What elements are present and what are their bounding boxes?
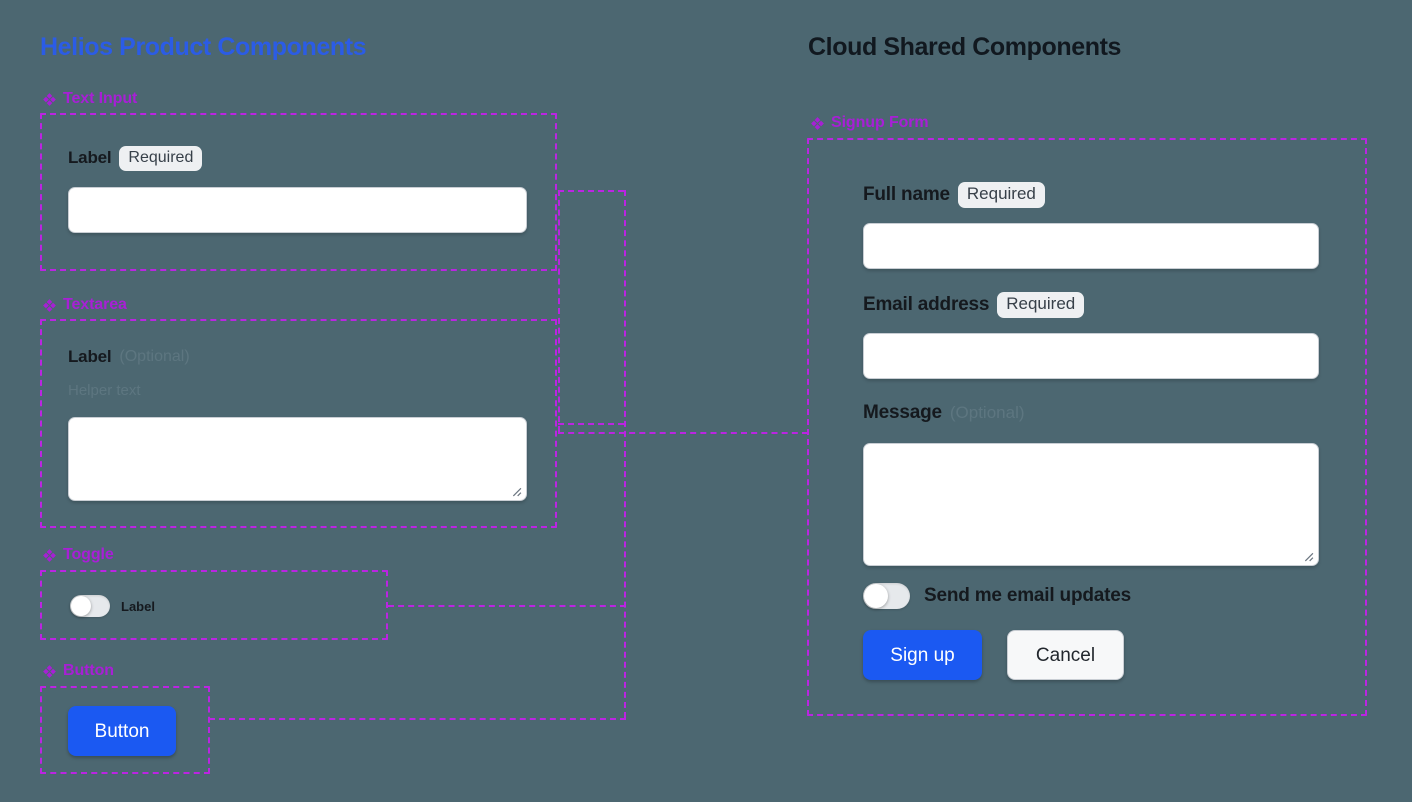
email-address-required-badge: Required: [997, 292, 1085, 318]
connector-textarea: [558, 423, 624, 425]
diamond-component-icon: [811, 116, 824, 130]
sign-up-button[interactable]: Sign up: [863, 630, 982, 680]
full-name-label-row: Full name Required: [863, 182, 1045, 208]
diamond-component-icon: [43, 298, 56, 312]
textarea-helper-text: Helper text: [68, 382, 141, 399]
email-address-input[interactable]: [863, 333, 1319, 379]
toggle-knob: [71, 596, 91, 616]
diamond-component-icon: [43, 548, 56, 562]
text-input-required-badge: Required: [119, 146, 203, 171]
section-label-text: Textarea: [63, 296, 127, 313]
section-label-signup-form: Signup Form: [810, 114, 929, 132]
toggle-label: Label: [121, 598, 155, 614]
message-optional-tag: (Optional): [949, 403, 1025, 422]
left-column-title: Helios Product Components: [40, 33, 367, 61]
email-updates-toggle-knob: [864, 584, 888, 608]
section-label-text: Toggle: [63, 546, 114, 563]
section-label-text: Button: [63, 662, 114, 679]
email-address-label-row: Email address Required: [863, 292, 1085, 318]
signup-form-component-box: Full name Required Email address Require…: [807, 138, 1367, 716]
demo-button[interactable]: Button: [68, 706, 176, 756]
textarea-field[interactable]: [68, 417, 527, 501]
connector-text-input-down: [558, 190, 560, 432]
section-label-text: Signup Form: [831, 114, 929, 131]
email-address-label: Email address: [863, 293, 990, 315]
diamond-component-icon: [43, 92, 56, 106]
full-name-input[interactable]: [863, 223, 1319, 269]
connector-button: [209, 718, 626, 720]
textarea-label: Label: [68, 347, 112, 366]
email-updates-toggle-label: Send me email updates: [924, 585, 1131, 606]
text-input-label-row: Label Required: [68, 146, 203, 171]
section-label-button: Button: [42, 662, 114, 680]
button-component-box: Button: [40, 686, 210, 774]
connector-text-input-top: [558, 190, 624, 192]
message-textarea[interactable]: [863, 443, 1319, 566]
full-name-label: Full name: [863, 183, 950, 205]
textarea-optional-tag: (Optional): [119, 348, 190, 365]
text-input-label: Label: [68, 148, 112, 168]
connector-to-signup-form: [558, 432, 808, 434]
message-label-row: Message (Optional): [863, 402, 1025, 424]
toggle-row[interactable]: Label: [70, 595, 155, 617]
full-name-required-badge: Required: [957, 182, 1045, 208]
textarea-label-row: Label (Optional): [68, 347, 190, 367]
right-column-title: Cloud Shared Components: [808, 33, 1122, 61]
text-input-component-box: Label Required: [40, 113, 557, 271]
connector-toggle: [388, 605, 626, 607]
connector-trunk: [624, 190, 626, 718]
section-label-textarea: Textarea: [42, 296, 127, 314]
section-label-toggle: Toggle: [42, 546, 114, 564]
textarea-component-box: Label (Optional) Helper text: [40, 319, 557, 528]
toggle-switch[interactable]: [70, 595, 110, 617]
toggle-component-box: Label: [40, 570, 388, 640]
text-input-field[interactable]: [68, 187, 527, 233]
email-updates-toggle-switch[interactable]: [863, 583, 910, 609]
message-label: Message: [863, 402, 942, 423]
diamond-component-icon: [43, 664, 56, 678]
email-updates-toggle-row[interactable]: Send me email updates: [863, 583, 1131, 609]
section-label-text-input: Text Input: [42, 90, 137, 108]
cancel-button[interactable]: Cancel: [1007, 630, 1124, 680]
section-label-text: Text Input: [63, 90, 138, 107]
